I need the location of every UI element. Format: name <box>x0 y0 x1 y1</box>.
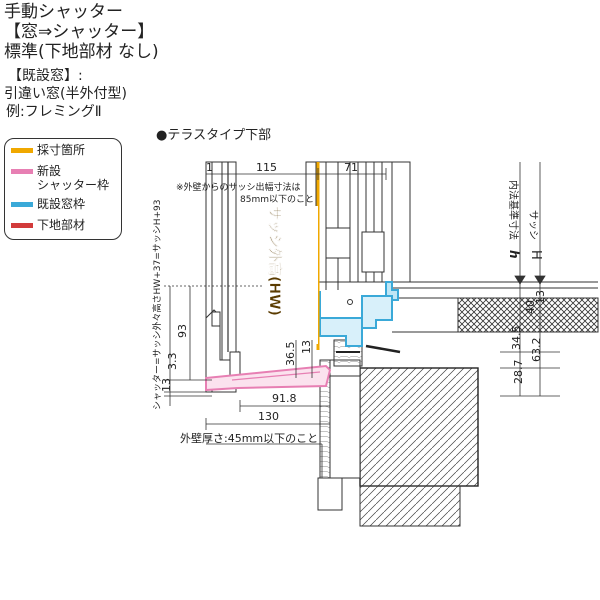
dim-91-8: 91.8 <box>272 392 297 405</box>
dim-130: 130 <box>258 410 279 423</box>
dim-36-5: 36.5 <box>284 342 297 367</box>
existing-window-type: 引違い窓(半外付型) <box>4 86 127 102</box>
dim-13-mid: 13 <box>300 340 313 354</box>
dim-40: 40 <box>524 300 537 314</box>
dim-115: 115 <box>256 161 277 174</box>
legend-swatch-new-frame <box>11 169 33 174</box>
protrusion-note-2: 85mm以下のこと <box>240 194 314 205</box>
legend-swatch-existing-frame <box>11 202 33 207</box>
title-line-3: 標準(下地部材 なし) <box>4 42 159 62</box>
shutter-outer-height-label: サッシ外高(HW) <box>266 206 283 316</box>
dimension-lines <box>164 162 600 478</box>
legend-label-measure: 採寸箇所 <box>37 143 86 157</box>
section-title: ●テラスタイプ下部 <box>156 128 272 143</box>
dim-13-right: 13 <box>534 290 547 304</box>
inner-standard-text: 内法基準寸法 <box>507 180 520 240</box>
legend: 採寸箇所 新設 シャッター枠 既設窓枠 下地部材 <box>4 138 122 240</box>
dim-1: 1 <box>206 161 213 174</box>
sash-label-h: H <box>528 250 543 260</box>
existing-window-heading: 【既設窓】: <box>8 68 83 84</box>
legend-label-new-frame: シャッター枠 <box>37 178 110 192</box>
new-shutter-frame <box>205 161 332 393</box>
dim-63-2: 63.2 <box>530 338 543 363</box>
dim-13-left: 13 <box>160 378 173 392</box>
legend-label-base: 下地部材 <box>37 218 86 232</box>
sash-h-label: サッシ H <box>527 210 543 260</box>
dim-71: 71 <box>344 161 358 174</box>
sash-label-text: サッシ <box>527 210 539 240</box>
left-vertical-formula: シャッター=サッシ外々高さHW+37=サッシH+93 <box>151 199 163 410</box>
title-line-2: 【窓⇒シャッター】 <box>4 22 155 42</box>
inner-standard-label: 内法基準寸法 h <box>507 180 521 259</box>
dim-93: 93 <box>176 324 189 338</box>
inner-standard-h: h <box>507 250 521 259</box>
measurement-line <box>296 162 320 350</box>
legend-label-existing-frame: 既設窓枠 <box>37 197 86 211</box>
protrusion-note-1: ※外壁からのサッシ出幅寸法は <box>176 181 301 193</box>
dim-3-3: 3.3 <box>166 353 179 371</box>
existing-sash <box>305 161 401 354</box>
wall-structure <box>317 161 599 527</box>
dim-28-7: 28.7 <box>512 360 525 385</box>
legend-swatch-measure <box>11 148 33 153</box>
dim-34-5: 34.5 <box>510 326 523 351</box>
title-line-1: 手動シャッター <box>4 2 123 22</box>
legend-label-new: 新設 <box>37 164 62 178</box>
wall-thickness-note: 外壁厚さ:45mm以下のこと <box>180 431 318 445</box>
legend-swatch-base <box>11 223 33 228</box>
existing-window-example: 例:フレミングⅡ <box>6 104 102 120</box>
